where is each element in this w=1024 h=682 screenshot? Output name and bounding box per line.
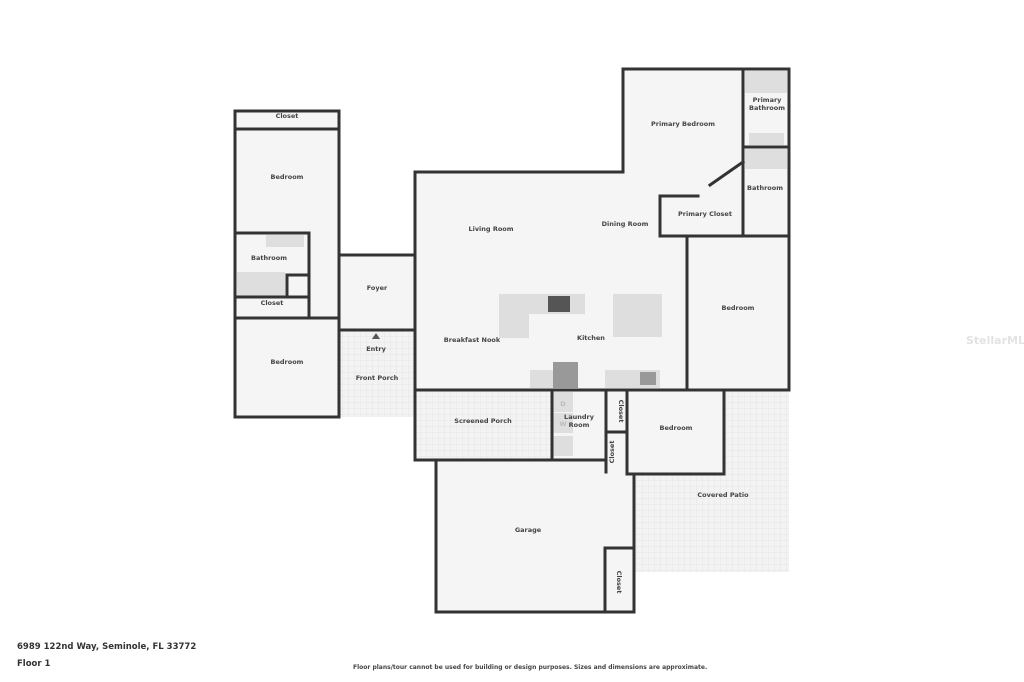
room-label: Closet (276, 112, 299, 120)
fixtures (237, 71, 787, 456)
room-label: Bedroom (660, 424, 693, 432)
room-label: Living Room (468, 225, 513, 233)
room-label: Primary Bedroom (651, 120, 715, 128)
room-label: Bedroom (271, 358, 304, 366)
dryer-label: D (560, 400, 566, 408)
room-label: Dining Room (602, 220, 649, 228)
room-label: Garage (515, 526, 542, 534)
room-label: Bathroom (251, 254, 287, 262)
walls (233, 67, 791, 614)
room-label: Closet (261, 299, 284, 307)
room-label: Screened Porch (454, 417, 512, 425)
disclaimer: Floor plans/tour cannot be used for buil… (353, 664, 708, 671)
washer-label: W (559, 420, 566, 428)
room-label: Bathroom (747, 184, 783, 192)
room-label: Laundry (564, 413, 595, 421)
room-label: Kitchen (577, 334, 605, 342)
entry-arrow-icon (372, 333, 380, 339)
room-label: Front Porch (356, 374, 399, 382)
room-label: Breakfast Nook (444, 336, 501, 344)
room-label: Covered Patio (697, 491, 749, 499)
watermark-logo: StellarMLS (966, 334, 1024, 347)
room-label: Primary (753, 96, 783, 104)
room-label: Bedroom (271, 173, 304, 181)
room-label: Foyer (367, 284, 388, 292)
room-floors (235, 69, 789, 612)
outdoor-areas (339, 330, 789, 572)
room-label: Bedroom (722, 304, 755, 312)
address: 6989 122nd Way, Seminole, FL 33772 (17, 642, 197, 652)
room-label: Closet (608, 441, 616, 464)
floor-label: Floor 1 (17, 659, 51, 669)
room-label: Closet (615, 571, 623, 594)
room-label: Entry (366, 345, 386, 353)
room-label: Closet (617, 400, 625, 423)
room-label: Room (569, 421, 590, 429)
room-label: Primary Closet (678, 210, 732, 218)
room-label: Bathroom (749, 104, 785, 112)
